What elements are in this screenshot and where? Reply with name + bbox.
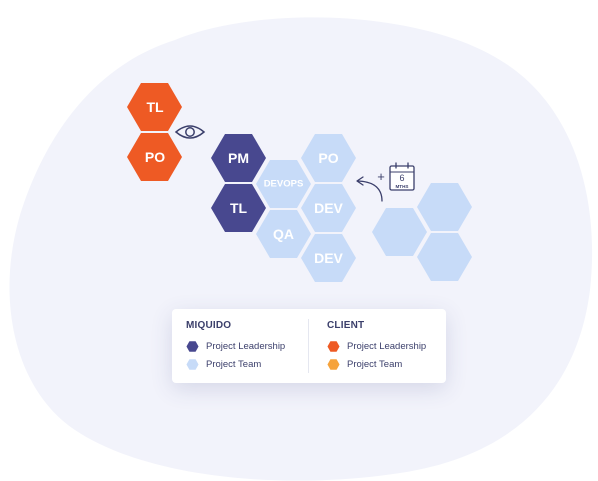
legend-client: CLIENT Project Leadership Project Team — [327, 309, 442, 383]
miquido-team-group: DEVOPS QA PO DEV DEV — [256, 134, 356, 282]
eye-icon — [174, 125, 206, 139]
hexagon-icon — [327, 340, 340, 352]
hex-qa — [256, 210, 311, 258]
legend-divider — [308, 319, 309, 373]
hex-dev — [301, 184, 356, 232]
legend: MIQUIDO Project Leadership Project Team … — [172, 309, 446, 383]
hex-pm — [211, 134, 266, 182]
legend-label: Project Team — [347, 358, 403, 370]
hexagon-icon — [327, 358, 340, 370]
client-leadership-group: TL PO — [127, 83, 182, 181]
legend-item: Project Leadership — [327, 339, 426, 353]
hex-label: TL — [230, 200, 248, 216]
plus-sign: + — [377, 169, 385, 184]
hex-label: PO — [145, 149, 165, 165]
hexagon-icon — [186, 340, 199, 352]
hex-extension — [372, 208, 427, 256]
legend-miquido: MIQUIDO Project Leadership Project Team — [186, 309, 306, 383]
hex-label: TL — [146, 99, 164, 115]
extension-team-group — [372, 183, 472, 281]
legend-heading: CLIENT — [327, 320, 365, 331]
hex-label: PO — [318, 150, 338, 166]
curved-arrow-icon — [356, 176, 383, 202]
miquido-leadership-group: PM TL — [211, 134, 266, 232]
legend-item: Project Leadership — [186, 339, 285, 353]
hex-label: PM — [228, 150, 249, 166]
legend-label: Project Team — [206, 358, 262, 370]
hex-client-po — [127, 133, 182, 181]
hex-devops — [256, 160, 311, 208]
hex-label: DEV — [314, 250, 343, 266]
legend-item: Project Team — [186, 357, 261, 371]
hex-dev — [301, 234, 356, 282]
hex-label: QA — [273, 226, 294, 242]
hex-label: DEV — [314, 200, 343, 216]
hex-extension — [417, 233, 472, 281]
legend-heading: MIQUIDO — [186, 320, 232, 331]
legend-item: Project Team — [327, 357, 402, 371]
hex-client-tl — [127, 83, 182, 131]
calendar-number: 6 — [399, 173, 404, 183]
hex-extension — [417, 183, 472, 231]
calendar-unit: MTHS — [395, 184, 408, 189]
hex-tl — [211, 184, 266, 232]
hexagon-icon — [186, 358, 199, 370]
legend-label: Project Leadership — [206, 340, 286, 352]
calendar-icon: 6 MTHS — [389, 162, 415, 191]
legend-label: Project Leadership — [347, 340, 427, 352]
hex-label: DEVOPS — [264, 179, 304, 190]
hex-po — [301, 134, 356, 182]
